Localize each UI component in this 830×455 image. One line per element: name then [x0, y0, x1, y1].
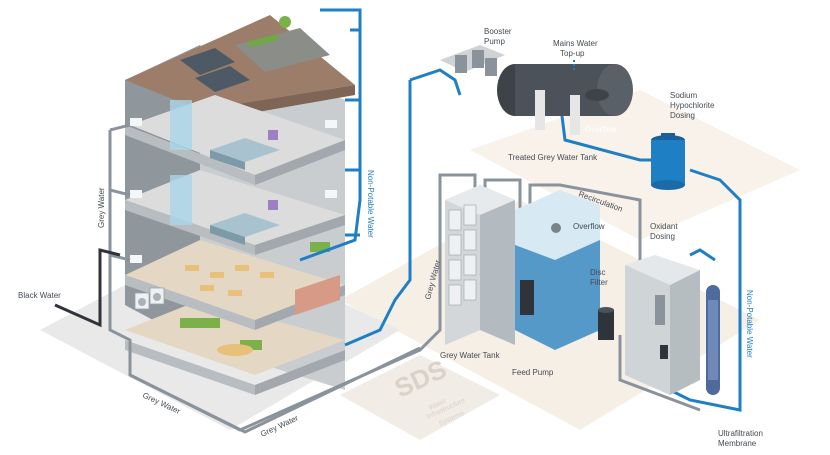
feed-pump-unit — [520, 280, 534, 315]
sodium-label-2: Hypochlorite — [670, 101, 715, 110]
disc-filter-label-1: Disc — [590, 268, 606, 277]
sodium-label-3: Dosing — [670, 111, 695, 120]
disc-filter-label-2: Filter — [590, 278, 608, 287]
black-water-label: Black Water — [18, 291, 61, 300]
sodium-hypochlorite-drum — [651, 133, 685, 190]
non-potable-building-label: Non-Potable Water — [366, 170, 375, 238]
disc-filter — [598, 307, 614, 340]
uf-label-2: Membrane — [718, 439, 757, 448]
black-water-pipe — [54, 248, 121, 328]
booster-pump — [440, 45, 505, 76]
solar-panel — [195, 66, 250, 92]
grey-water-pipes — [108, 123, 701, 434]
oxidant-label-1: Oxidant — [650, 222, 678, 231]
mains-water-label-1: Mains Water — [553, 39, 598, 48]
sodium-label-1: Sodium — [670, 91, 697, 100]
uf-label-1: Ultrafiltration — [718, 429, 763, 438]
oxidant-label-2: Dosing — [650, 232, 675, 241]
solar-panel — [180, 48, 235, 75]
non-potable-right-label: Non-Potable Water — [745, 290, 754, 358]
booster-pump-label-1: Booster — [484, 27, 512, 36]
overflow-label-tank: Overflow — [585, 125, 617, 134]
grey-water-tank-label: Grey Water Tank — [440, 351, 501, 360]
overflow-label-grey: Overflow — [573, 222, 605, 231]
roof-garden — [248, 34, 279, 48]
booster-pump-label-2: Pump — [484, 37, 505, 46]
mains-water-label-2: Top-up — [560, 49, 585, 58]
labels: Booster Pump Mains Water Top-up Sodium H… — [18, 27, 763, 448]
feed-pump-label: Feed Pump — [512, 368, 554, 377]
treated-tank-label: Treated Grey Water Tank — [508, 153, 598, 162]
grey-water-left-label: Grey Water — [97, 187, 106, 228]
treated-grey-water-tank: Overflow — [497, 64, 633, 135]
uf-skid — [625, 255, 720, 395]
apartment-building — [125, 15, 355, 395]
non-potable-pipes — [299, 8, 742, 412]
grey-water-tank — [445, 185, 600, 350]
